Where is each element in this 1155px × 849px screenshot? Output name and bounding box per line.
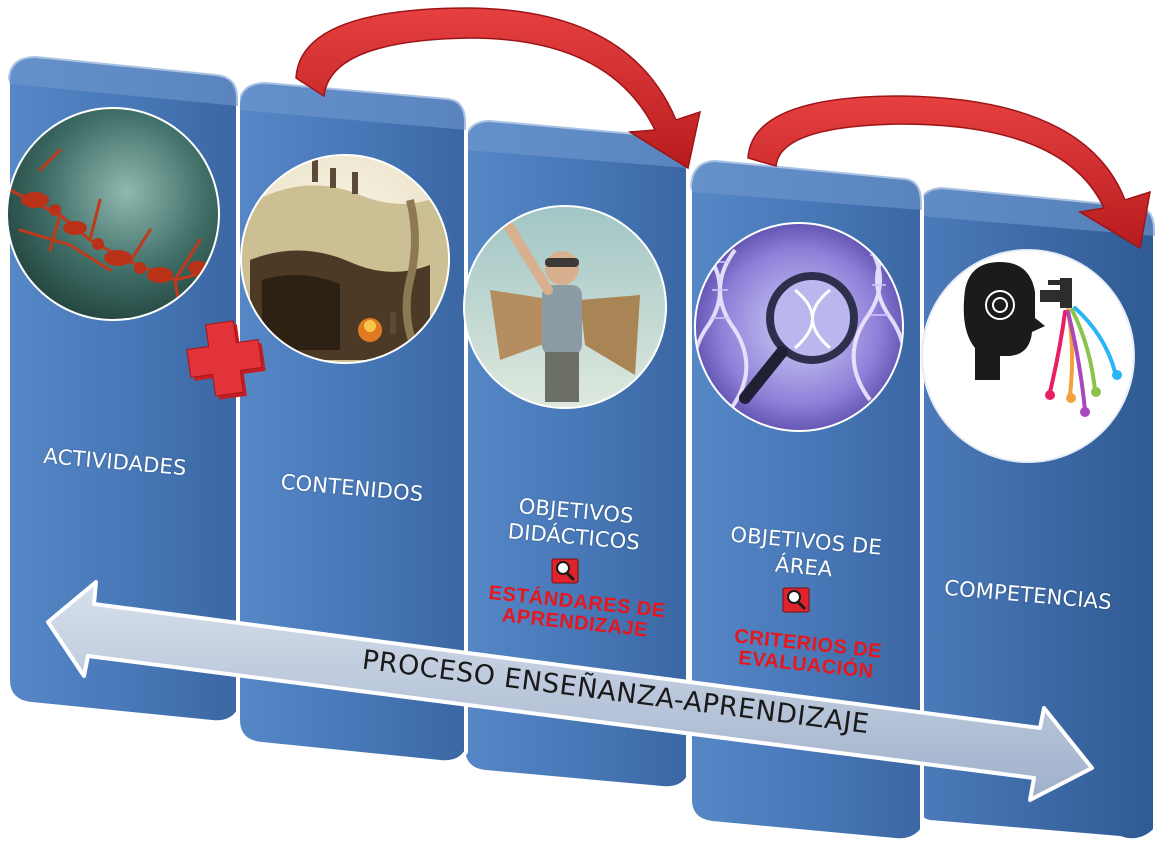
child-wings-image: [463, 205, 667, 409]
dna-magnifier-image: [694, 222, 904, 432]
curved-arrow-contenidos-to-objetivos: [295, 7, 702, 170]
fire-ants-image: [6, 107, 220, 321]
magnifier-icon: [551, 558, 579, 584]
magnifier-icon: [782, 587, 810, 613]
plus-icon: [186, 320, 266, 400]
head-faucet-image: [921, 249, 1135, 463]
curved-arrow-area-to-competencias: [747, 95, 1151, 250]
prehistoric-cave-image: [240, 154, 450, 364]
process-double-arrow: [46, 580, 1094, 802]
